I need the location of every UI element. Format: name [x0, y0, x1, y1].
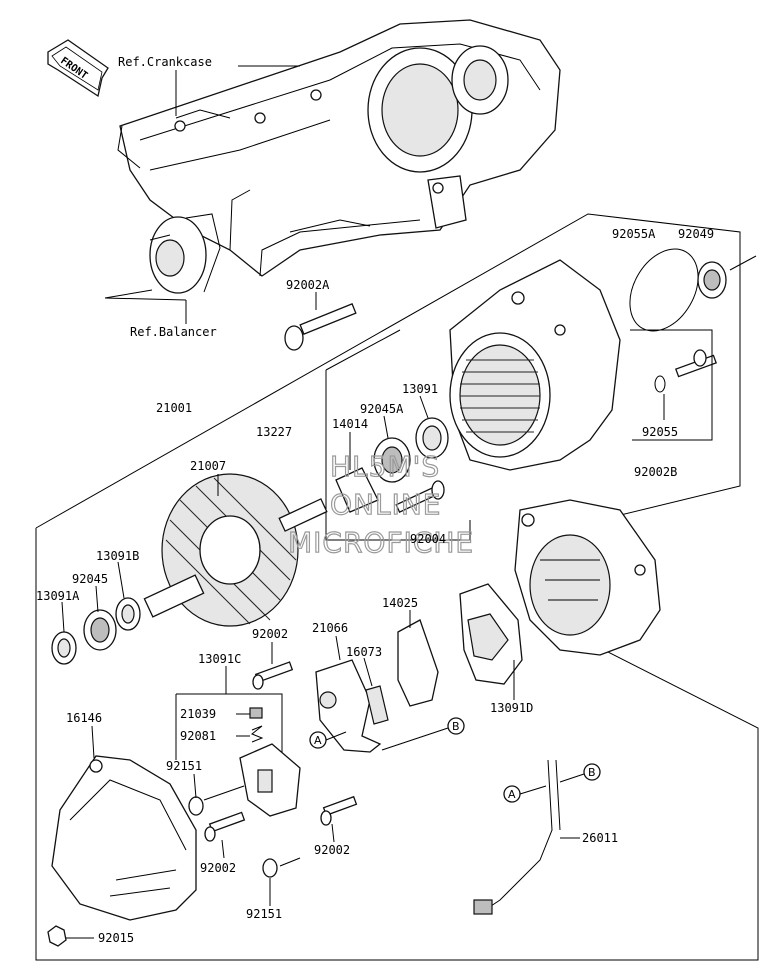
leader-13091b — [117, 561, 125, 599]
watermark-line1: HL5M'S — [330, 450, 440, 483]
label-13091: 13091 — [402, 382, 438, 396]
label-92015: 92015 — [98, 931, 134, 945]
label-92002-top: 92002 — [252, 627, 288, 641]
balancer-gear-drawing — [149, 213, 221, 294]
label-92055a: 92055A — [612, 227, 656, 241]
leader-92045a — [383, 415, 389, 439]
leader-13091 — [419, 395, 429, 419]
harness-callout-b: B — [588, 766, 596, 779]
label-16073: 16073 — [346, 645, 382, 659]
label-13227: 13227 — [256, 425, 292, 439]
label-13091c: 13091C — [198, 652, 241, 666]
label-92151-upper: 92151 — [166, 759, 202, 773]
label-92002-lower-left: 92002 — [200, 861, 236, 875]
shim-13091d — [459, 583, 523, 685]
label-21007: 21007 — [190, 459, 226, 473]
plate-14014 — [335, 467, 379, 513]
label-92151-lower: 92151 — [246, 907, 282, 921]
label-14025: 14025 — [382, 596, 418, 610]
label-14014: 14014 — [332, 417, 368, 431]
label-92055: 92055 — [642, 425, 678, 439]
label-92002a: 92002A — [286, 278, 330, 292]
subframe-13227-top — [325, 329, 401, 371]
cover-16146 — [51, 755, 197, 921]
label-92049: 92049 — [678, 227, 714, 241]
leader-92049-shaft — [729, 255, 757, 271]
subframe-13227 — [325, 370, 471, 541]
leader-13091a — [61, 601, 65, 633]
callout-a-letter: A — [314, 734, 322, 747]
leader-92002-lower-right — [331, 823, 335, 843]
crankcase-drawing — [117, 19, 561, 277]
leader-16146 — [91, 725, 95, 759]
label-13091b: 13091B — [96, 549, 139, 563]
front-arrow-icon: FRONT — [47, 39, 109, 98]
brush-16073 — [365, 685, 389, 725]
leader-balancer-b — [104, 297, 187, 301]
bearing-92049 — [697, 261, 727, 299]
bolt-92002a — [284, 303, 357, 351]
label-21066: 21066 — [312, 621, 348, 635]
bolt-92004 — [395, 480, 445, 513]
bracket-13091c — [176, 693, 283, 754]
label-13091d: 13091D — [490, 701, 533, 715]
label-92002b: 92002B — [634, 465, 677, 479]
alternator-housing-drawing — [449, 259, 621, 471]
spring-92081 — [251, 725, 264, 743]
label-16146: 16146 — [66, 711, 102, 725]
brush-21039 — [249, 707, 263, 719]
o-ring-92055a — [629, 248, 699, 332]
screw-92002-lower-left — [208, 811, 246, 833]
regulator-21066 — [315, 659, 382, 753]
ref-crankcase-label: Ref.Crankcase — [118, 55, 212, 69]
bolt-92002b — [654, 349, 717, 393]
label-92004: 92004 — [410, 532, 446, 546]
leader-21066 — [335, 635, 341, 661]
leader-92045 — [95, 585, 99, 613]
leader-16073 — [363, 657, 373, 687]
label-92081: 92081 — [180, 729, 216, 743]
label-92045: 92045 — [72, 572, 108, 586]
brush-holder-14025 — [397, 619, 439, 707]
harness-26011 — [473, 759, 601, 915]
bolt-92151-lower — [262, 858, 278, 878]
nut-92015 — [47, 925, 67, 947]
label-92002-lower-right: 92002 — [314, 843, 350, 857]
leader-92002-lower-left — [221, 839, 225, 859]
rotor-21007 — [143, 473, 328, 627]
watermark-line3: MICROFICHE — [288, 526, 474, 559]
label-21039: 21039 — [180, 707, 216, 721]
rear-cover-drawing — [514, 499, 661, 656]
bracket-92055 — [630, 329, 713, 441]
bolt-92151-upper — [188, 796, 204, 816]
harness-callout-a: A — [508, 788, 516, 801]
label-21001: 21001 — [156, 401, 192, 415]
leader-92151-upper — [193, 773, 197, 799]
brush-holder-assembly — [239, 743, 301, 817]
ref-balancer-label: Ref.Balancer — [130, 325, 217, 339]
callout-b-circle — [447, 717, 465, 735]
label-26011: 26011 — [582, 831, 618, 845]
watermark-line2: ONLINE — [330, 488, 441, 521]
callout-b-letter: B — [452, 720, 460, 733]
leader-balancer-a — [104, 289, 153, 299]
label-92045a: 92045A — [360, 402, 404, 416]
label-13091a: 13091A — [36, 589, 80, 603]
